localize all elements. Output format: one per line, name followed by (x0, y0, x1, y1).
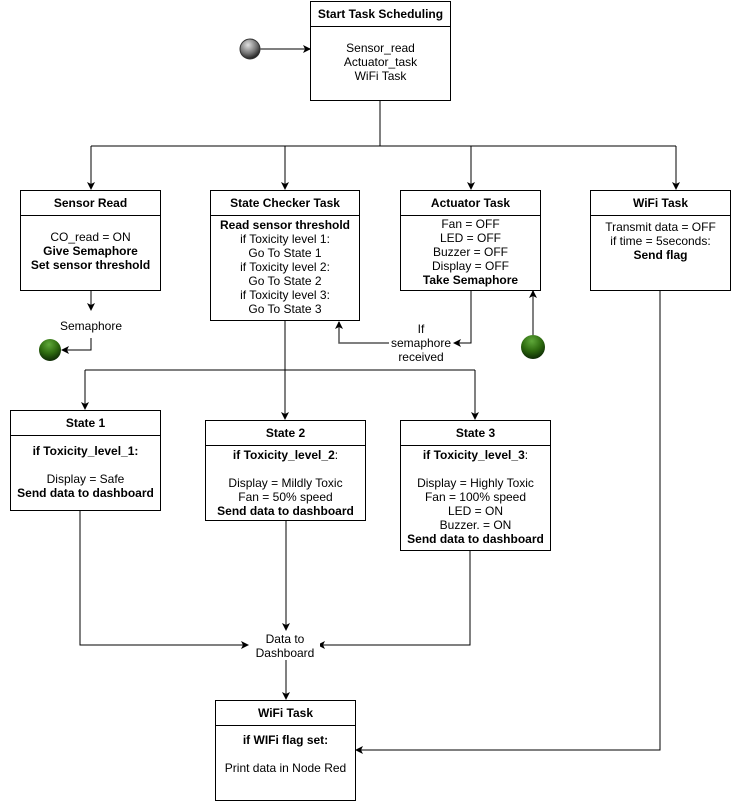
box-line: Display = OFF (431, 259, 509, 273)
box-line: LED = ON (447, 504, 504, 518)
state-condition: if Toxicity_level_3 (422, 448, 525, 462)
box-line: Fan = 50% speed (238, 490, 333, 504)
box-line: Display = Mildly Toxic (228, 476, 343, 490)
box-line: Sensor_read (346, 41, 415, 55)
scheduler-fanout (87, 101, 680, 190)
semaphore-label: Semaphore (56, 319, 126, 333)
box-line: LED = OFF (439, 231, 501, 245)
actuator-start-node (521, 335, 545, 359)
box-line: if Toxicity level 3: (240, 288, 330, 302)
box-line: Send data to dashboard (217, 504, 354, 518)
box-title: Sensor Read (21, 191, 160, 216)
box-line: Send flag (633, 248, 688, 262)
data-to-dashboard-label: Data to Dashboard (250, 632, 320, 660)
box-line: Print data in Node Red (224, 761, 347, 775)
label-line: Dashboard (255, 646, 315, 660)
box-line: Buzzer. = ON (439, 518, 512, 532)
semaphore-end-node (39, 339, 61, 361)
wifi-flag-arrow (355, 291, 661, 754)
box-title: State 1 (11, 411, 160, 436)
semaphore-to-end-arrow (61, 338, 92, 354)
box-line: Go To State 3 (248, 302, 322, 316)
box-line: if Toxicity level 1: (240, 232, 330, 246)
actuator-task-box: Actuator Task Fan = OFF LED = OFF Buzzer… (400, 190, 541, 291)
box-line: Fan = OFF (441, 217, 500, 231)
label-line: Data to (265, 632, 305, 646)
box-title: State 2 (206, 421, 365, 446)
start-task-scheduling-box: Start Task Scheduling Sensor_read Actuat… (310, 1, 451, 101)
box-line: Go To State 2 (248, 274, 322, 288)
state-1-box: State 1 if Toxicity_level_1: Display = S… (10, 410, 161, 511)
if-semaphore-received-label: If semaphore received (389, 322, 453, 364)
box-line: Actuator_task (343, 55, 418, 69)
state-3-box: State 3 if Toxicity_level_3: Display = H… (400, 420, 551, 551)
box-line: Send data to dashboard (17, 486, 154, 500)
states-to-dashboard (79, 511, 471, 700)
state-condition-suffix: : (524, 448, 529, 462)
wifi-task-top-box: WiFi Task Transmit data = OFF if time = … (590, 190, 731, 291)
state-condition: if Toxicity_level_2 (232, 448, 335, 462)
box-line: Transmit data = OFF (605, 220, 716, 234)
label-to-state-checker-arrow (335, 321, 390, 344)
box-line: WiFi Task (354, 69, 407, 83)
state-2-box: State 2 if Toxicity_level_2: Display = M… (205, 420, 366, 521)
box-title: Actuator Task (401, 191, 540, 216)
wifi-condition: if WIFi flag set: (242, 733, 329, 747)
wifi-task-bottom-box: WiFi Task if WIFi flag set: Print data i… (215, 700, 356, 801)
box-line: Buzzer = OFF (432, 245, 509, 259)
box-line: Send data to dashboard (407, 532, 544, 546)
sensor-read-box: Sensor Read CO_read = ON Give Semaphore … (20, 190, 161, 291)
box-title: State Checker Task (211, 191, 359, 216)
box-line: CO_read = ON (50, 230, 131, 244)
label-line: If (417, 322, 425, 336)
box-line: Fan = 100% speed (424, 490, 527, 504)
box-title: Start Task Scheduling (311, 2, 450, 27)
label-line: semaphore (390, 336, 452, 350)
actuator-to-label-arrow (453, 291, 472, 347)
state-checker-task-box: State Checker Task Read sensor threshold… (210, 190, 360, 321)
box-line: if time = 5seconds: (610, 234, 711, 248)
state-condition: if Toxicity_level_1: (32, 444, 139, 458)
box-line: Take Semaphore (422, 273, 519, 287)
label-line: received (398, 350, 444, 364)
box-title: WiFi Task (591, 191, 730, 216)
box-line: if Toxicity level 2: (240, 260, 330, 274)
box-line: Set sensor threshold (30, 258, 151, 272)
box-line: Read sensor threshold (219, 218, 351, 232)
state-condition-suffix: : (334, 448, 339, 462)
box-line: Display = Highly Toxic (417, 476, 534, 490)
state-checker-fanout (81, 321, 479, 420)
box-title: WiFi Task (216, 701, 355, 726)
box-line: Display = Safe (46, 472, 125, 486)
box-line: Give Semaphore (43, 244, 138, 258)
start-node (239, 38, 261, 60)
box-line: Go To State 1 (248, 246, 322, 260)
box-title: State 3 (401, 421, 550, 446)
